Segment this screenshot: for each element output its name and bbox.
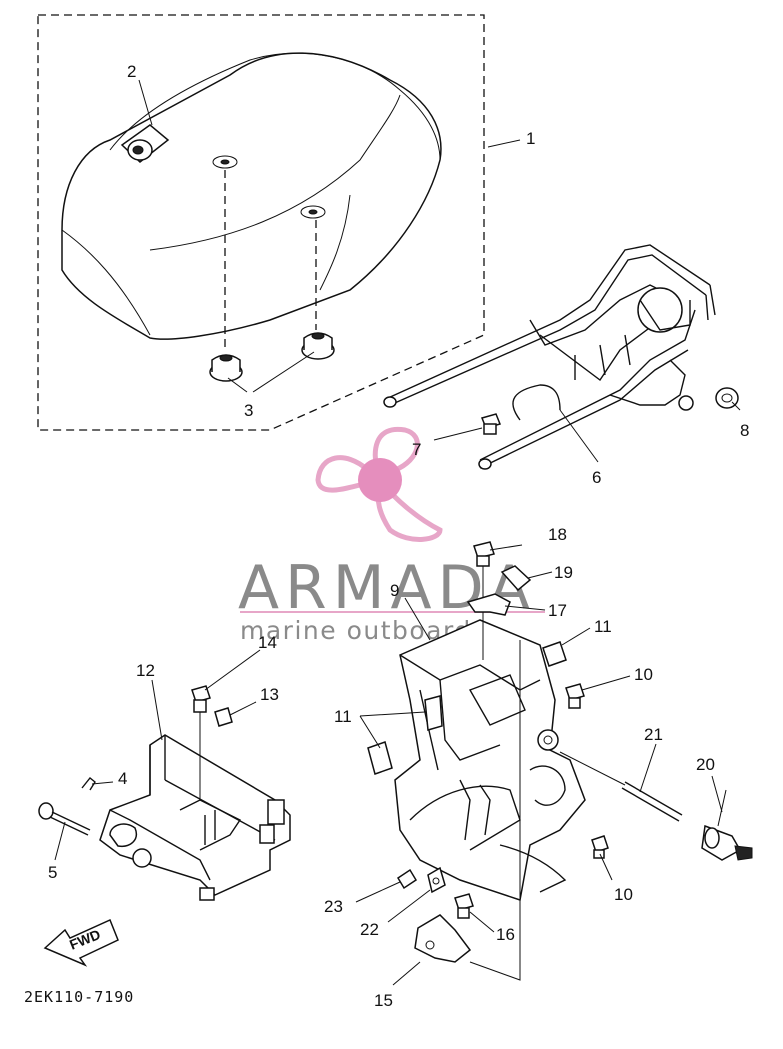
callout-9: 9 xyxy=(390,581,399,600)
bolt-7 xyxy=(480,413,502,435)
callout-16: 16 xyxy=(496,925,515,944)
seat-lock-stud xyxy=(120,124,170,163)
drawing-code: 2EK110-7190 xyxy=(24,988,134,1006)
callout-20: 20 xyxy=(696,755,715,774)
bolt-16 xyxy=(454,893,474,919)
callout-19: 19 xyxy=(554,563,573,582)
leader-lines xyxy=(54,79,741,986)
callout-21: 21 xyxy=(644,725,663,744)
callout-11-upper: 11 xyxy=(594,617,612,636)
pad-11-top xyxy=(542,641,567,667)
callout-15: 15 xyxy=(374,991,393,1010)
stand-bracket xyxy=(99,734,291,901)
callout-14: 14 xyxy=(258,633,277,652)
callout-13: 13 xyxy=(260,685,279,704)
switch-20 xyxy=(701,789,753,861)
center-frame-bracket xyxy=(394,619,586,901)
bolt-10-lower xyxy=(591,835,609,859)
pad-13 xyxy=(214,707,233,727)
pad-11-left xyxy=(367,741,393,775)
callout-11-left: 11 xyxy=(334,707,352,726)
callout-8: 8 xyxy=(740,421,749,440)
clip-23 xyxy=(396,868,418,890)
callout-2: 2 xyxy=(127,62,136,81)
callout-22: 22 xyxy=(360,920,379,939)
bracket-15 xyxy=(414,914,472,963)
lever-22 xyxy=(427,866,446,894)
bolt-18 xyxy=(473,541,495,660)
shaft-21 xyxy=(559,751,683,822)
callout-3: 3 xyxy=(244,401,253,420)
callout-18: 18 xyxy=(548,525,567,544)
callout-10-lower: 10 xyxy=(614,885,633,904)
callout-17: 17 xyxy=(548,601,567,620)
pin-4 xyxy=(81,777,96,791)
callout-6: 6 xyxy=(592,468,601,487)
bolt-5 xyxy=(38,802,91,836)
bolt-10-upper xyxy=(565,683,585,709)
callout-23: 23 xyxy=(324,897,343,916)
callout-4: 4 xyxy=(118,769,127,788)
propeller-logo xyxy=(315,426,443,542)
callouts: 1 2 3 4 5 6 7 8 9 10 10 11 11 12 13 14 1… xyxy=(48,62,749,1010)
clip-19 xyxy=(500,565,532,592)
seat-group xyxy=(37,14,485,431)
callout-7: 7 xyxy=(412,440,421,459)
callout-1: 1 xyxy=(526,129,535,148)
propeller-hub xyxy=(358,458,402,502)
seat-group-boundary xyxy=(37,14,485,431)
plate-17 xyxy=(466,593,511,616)
callout-12: 12 xyxy=(136,661,155,680)
callout-5: 5 xyxy=(48,863,57,882)
fwd-direction-arrow: FWD xyxy=(43,918,119,967)
seat-damper-right xyxy=(301,332,335,360)
seat xyxy=(61,52,442,340)
seat-damper-left xyxy=(209,354,243,382)
callout-10-upper: 10 xyxy=(634,665,653,684)
rear-carrier xyxy=(383,244,716,470)
